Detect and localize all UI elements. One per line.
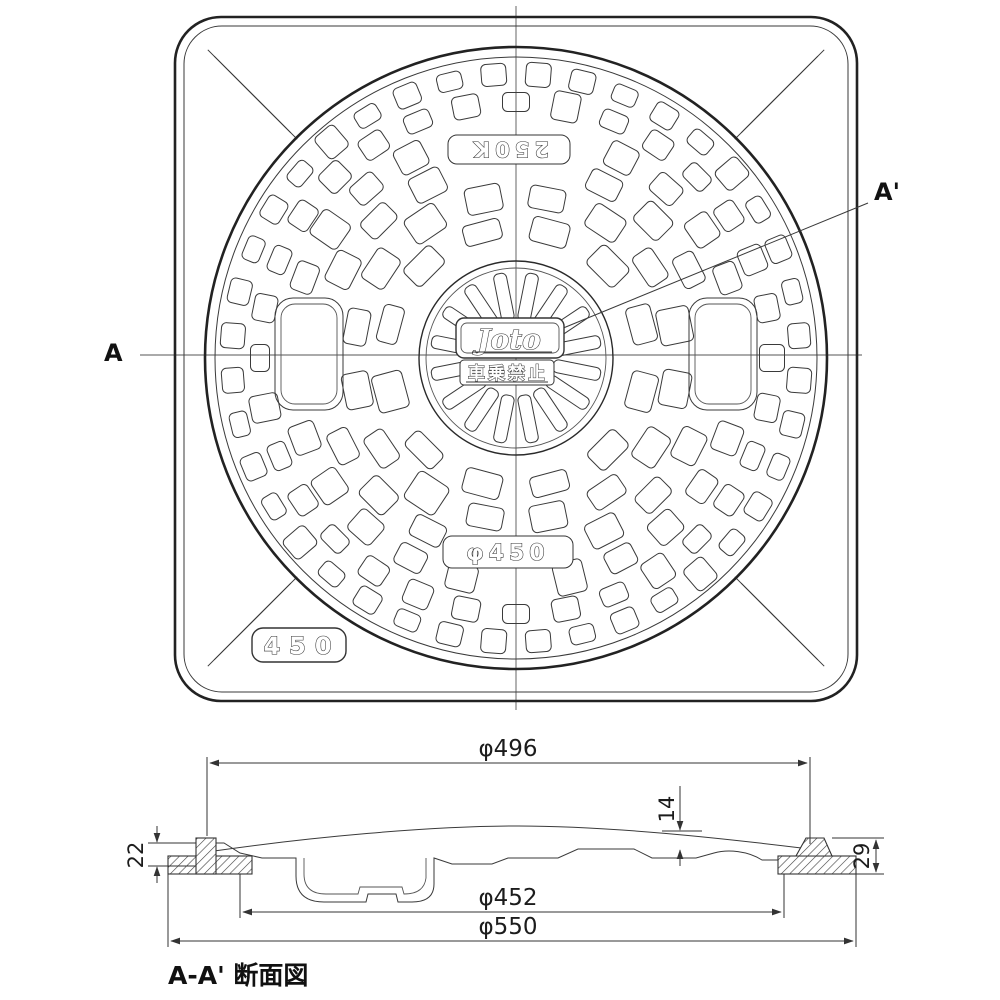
section-leader-line — [555, 202, 869, 332]
plan-view: 250K Joto 車乗禁止 φ450 450 A A' — [104, 6, 900, 710]
frame-size-badge: 450 — [251, 627, 347, 663]
brand-badge: Joto — [455, 317, 565, 359]
medallion-outer-circle — [418, 260, 614, 456]
svg-text:φ496: φ496 — [478, 736, 537, 762]
warning-text: 車乗禁止 — [468, 363, 548, 384]
lifting-slot-right — [688, 297, 758, 411]
cover-section-profile — [206, 825, 811, 903]
section-title: A-A' 断面図 — [168, 961, 308, 990]
svg-text:φ452: φ452 — [478, 885, 537, 911]
cover-inner-circle — [214, 56, 818, 660]
section-view: φ496 14 22 29 φ452 — [124, 736, 884, 990]
svg-text:14: 14 — [655, 796, 679, 823]
dim-phi550: φ550 — [167, 874, 857, 947]
svg-text:φ550: φ550 — [478, 914, 537, 940]
rib-detail — [303, 858, 427, 895]
load-rating-text: 250K — [469, 137, 549, 161]
svg-text:29: 29 — [850, 843, 874, 870]
dim-29: 29 — [832, 837, 884, 875]
brand-text: Joto — [472, 323, 541, 356]
dim-phi452: φ452 — [239, 874, 785, 918]
dim-phi496: φ496 — [206, 736, 811, 844]
cover-outer-circle — [203, 45, 829, 671]
svg-text:22: 22 — [124, 842, 148, 869]
section-label-a: A — [104, 339, 123, 367]
dim-22: 22 — [124, 826, 196, 883]
frame-section-right — [777, 837, 857, 875]
dim-14: 14 — [655, 786, 702, 866]
frame-inner-edge — [183, 25, 849, 693]
frame-corner-ribs — [207, 49, 825, 667]
section-label-a-prime: A' — [874, 178, 900, 206]
warning-badge: 車乗禁止 — [459, 359, 555, 386]
frame-size-text: 450 — [263, 632, 340, 660]
frame-section-left — [167, 837, 253, 875]
medallion-inner-circle — [425, 267, 607, 449]
cover-size-text: φ450 — [466, 541, 549, 566]
cover-size-badge: φ450 — [442, 535, 574, 569]
lifting-slot-left — [274, 297, 344, 411]
load-rating-badge: 250K — [447, 134, 571, 165]
frame-outer-edge — [173, 15, 859, 703]
